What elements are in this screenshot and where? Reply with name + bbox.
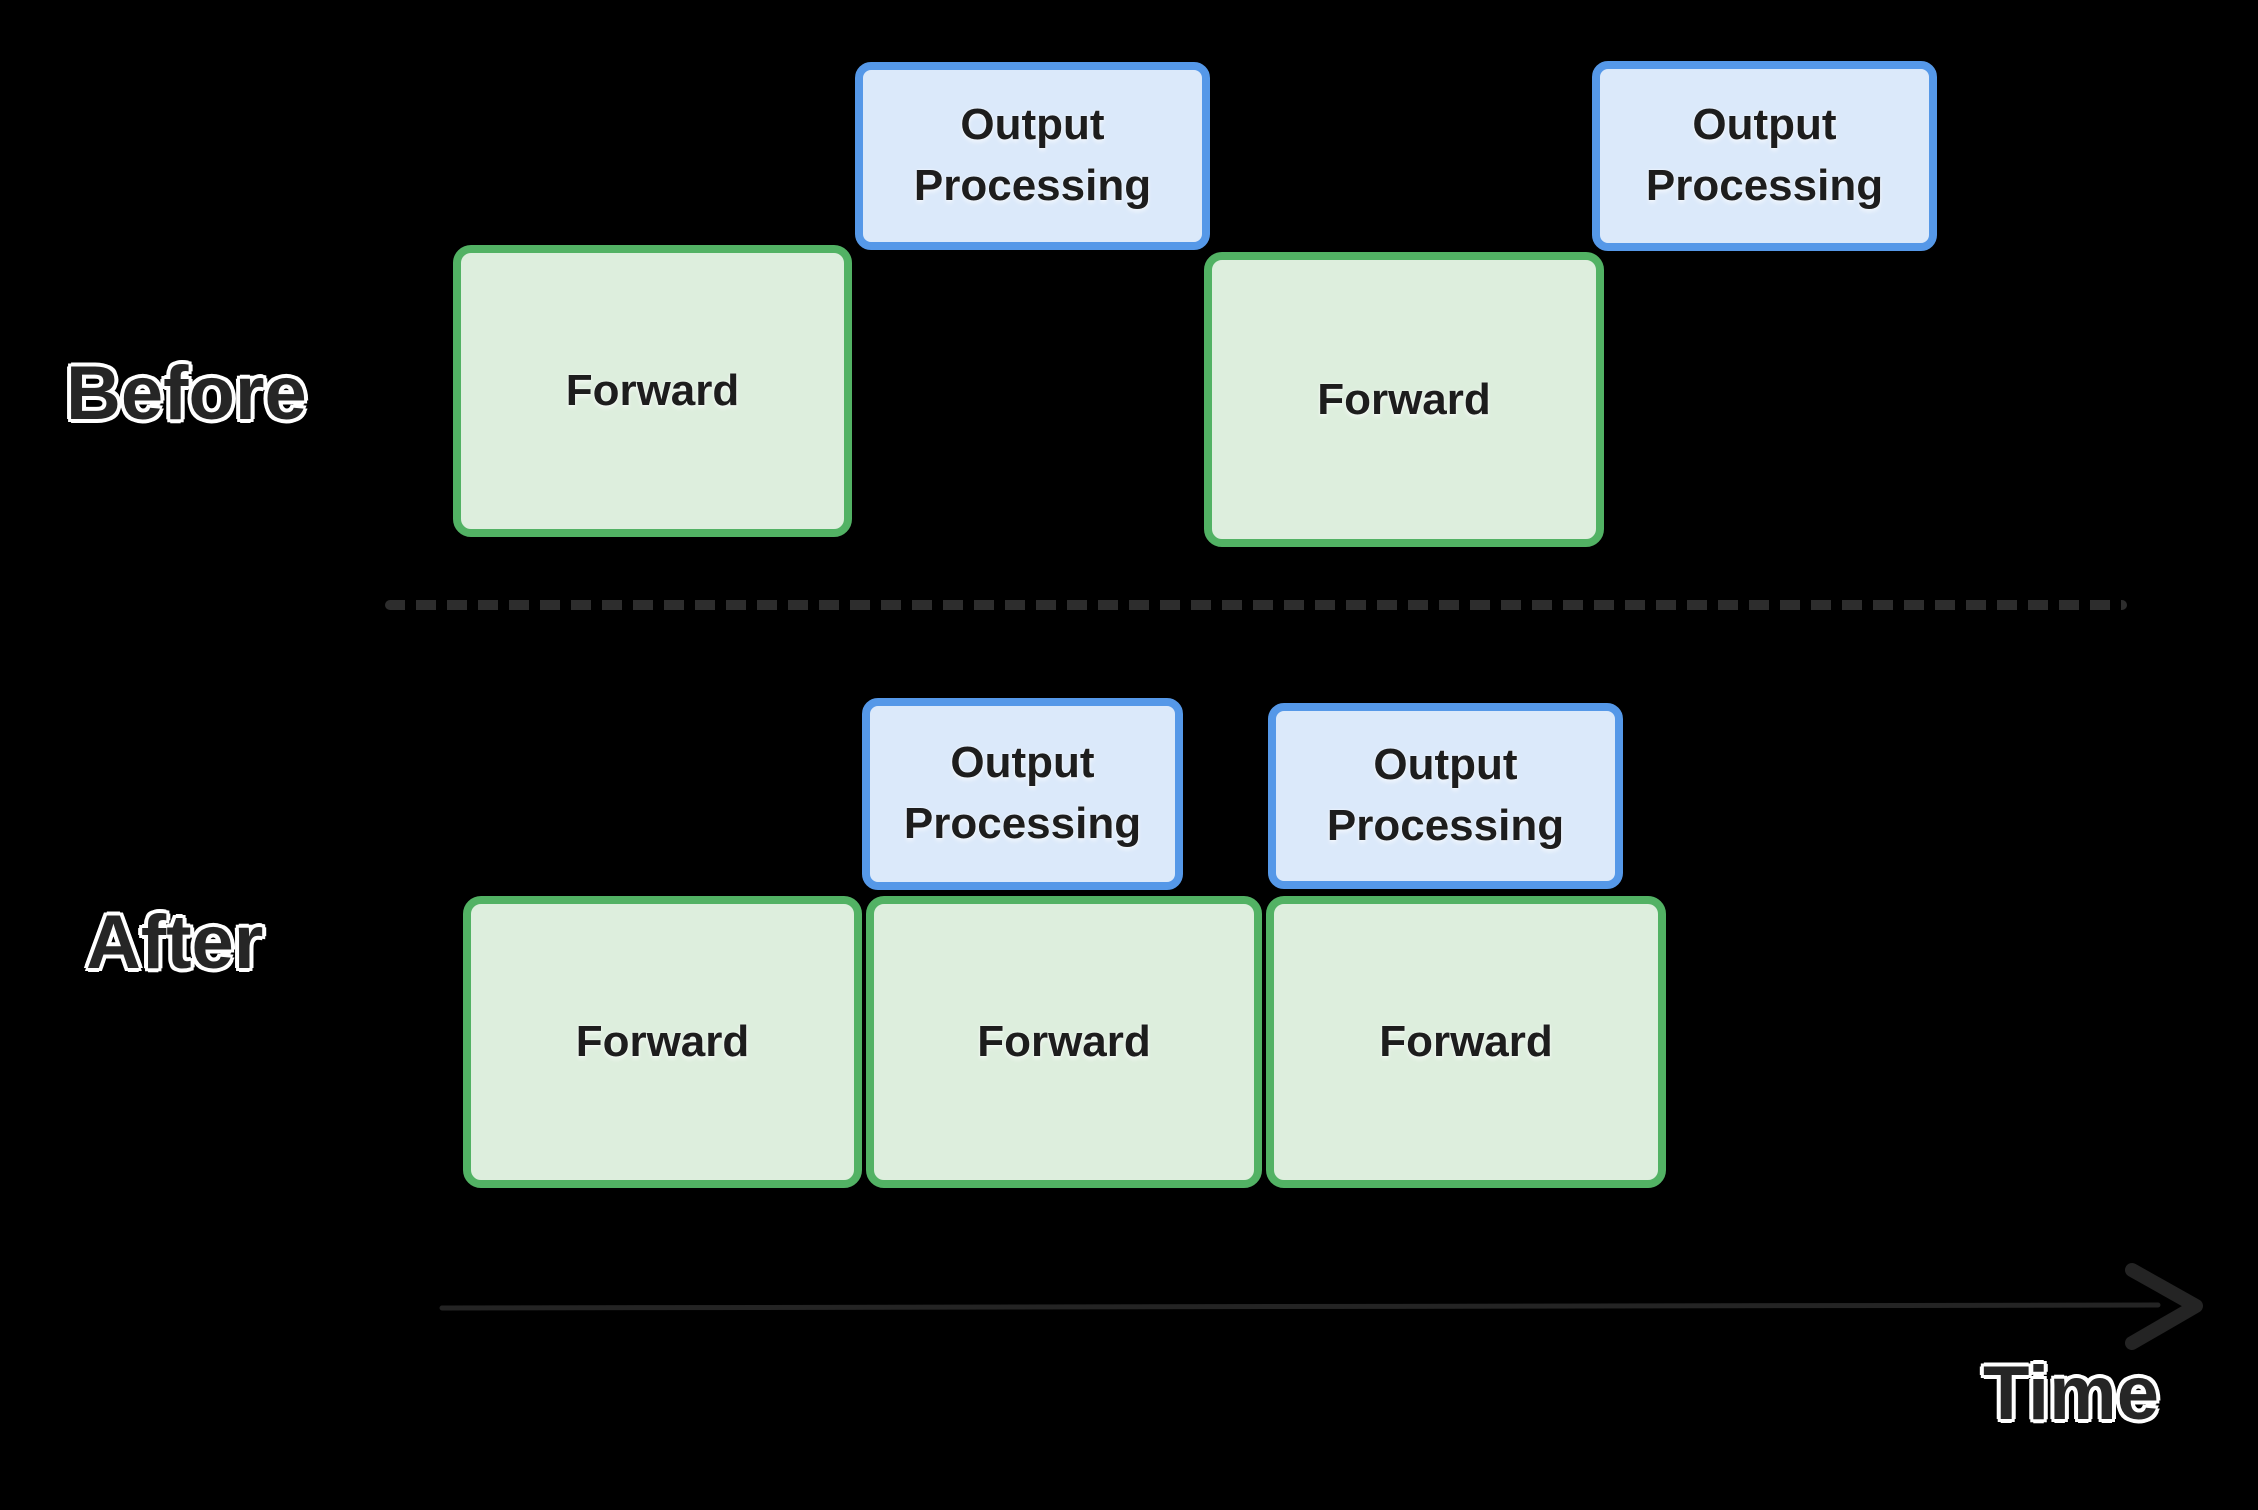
after-forward-box-3: Forward bbox=[1266, 896, 1666, 1188]
section-divider-dashed-line bbox=[385, 600, 2127, 610]
time-axis-label: Time bbox=[1983, 1351, 2160, 1436]
time-axis-arrow bbox=[439, 1263, 2203, 1350]
after-forward-box-2: Forward bbox=[866, 896, 1262, 1188]
time-axis-line bbox=[439, 1302, 2161, 1311]
after-section-label: After bbox=[86, 900, 264, 985]
before-section-label: Before bbox=[66, 351, 307, 436]
before-forward-box-1: Forward bbox=[453, 245, 852, 537]
time-axis-arrowhead-icon bbox=[2125, 1263, 2203, 1350]
after-forward-box-1: Forward bbox=[463, 896, 862, 1188]
after-output-processing-box-1: Output Processing bbox=[862, 698, 1183, 890]
before-forward-box-2: Forward bbox=[1204, 252, 1604, 547]
before-output-processing-box-2: Output Processing bbox=[1592, 61, 1937, 251]
before-output-processing-box-1: Output Processing bbox=[855, 62, 1210, 250]
after-output-processing-box-2: Output Processing bbox=[1268, 703, 1623, 889]
